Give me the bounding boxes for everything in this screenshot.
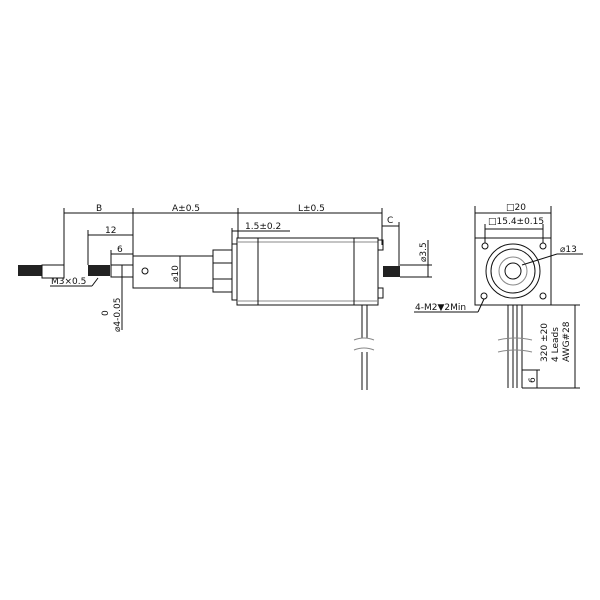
lead-screw-retracted [88, 264, 134, 278]
mount-holes: 4-M2▼2Min [415, 303, 466, 313]
dim-6: 6 [117, 245, 123, 255]
dim-c: C [387, 216, 393, 226]
strip-length: 6 [528, 377, 538, 383]
shaft-tol-upper: 0 [101, 310, 111, 316]
thread-label: M3×0.5 [51, 277, 86, 287]
dim-b: B [96, 204, 102, 214]
dim-flange: 1.5±0.2 [245, 222, 281, 232]
dim-l: L±0.5 [298, 204, 325, 214]
shaft-dia: ⌀4-0.05 [113, 298, 123, 332]
motor-body [236, 237, 400, 306]
leads-count: 4 Leads [551, 327, 561, 362]
square-holes: □15.4±0.15 [488, 217, 544, 227]
nut-body [132, 243, 238, 301]
wire-gauge: AWG#28 [562, 321, 572, 362]
lead-length: 320 ±20 [540, 323, 550, 362]
dim-a: A±0.5 [172, 204, 200, 214]
side-wires [353, 305, 375, 390]
dimensions-side [50, 208, 432, 330]
boss-dia: ⌀13 [560, 245, 577, 255]
square-outer: □20 [506, 203, 526, 213]
dim-12: 12 [105, 226, 116, 236]
rear-shaft-dia: ⌀3.5 [419, 242, 429, 262]
lead-screw-extended [18, 264, 65, 279]
dim-nut-dia: ⌀10 [171, 265, 181, 282]
end-view [414, 206, 583, 389]
